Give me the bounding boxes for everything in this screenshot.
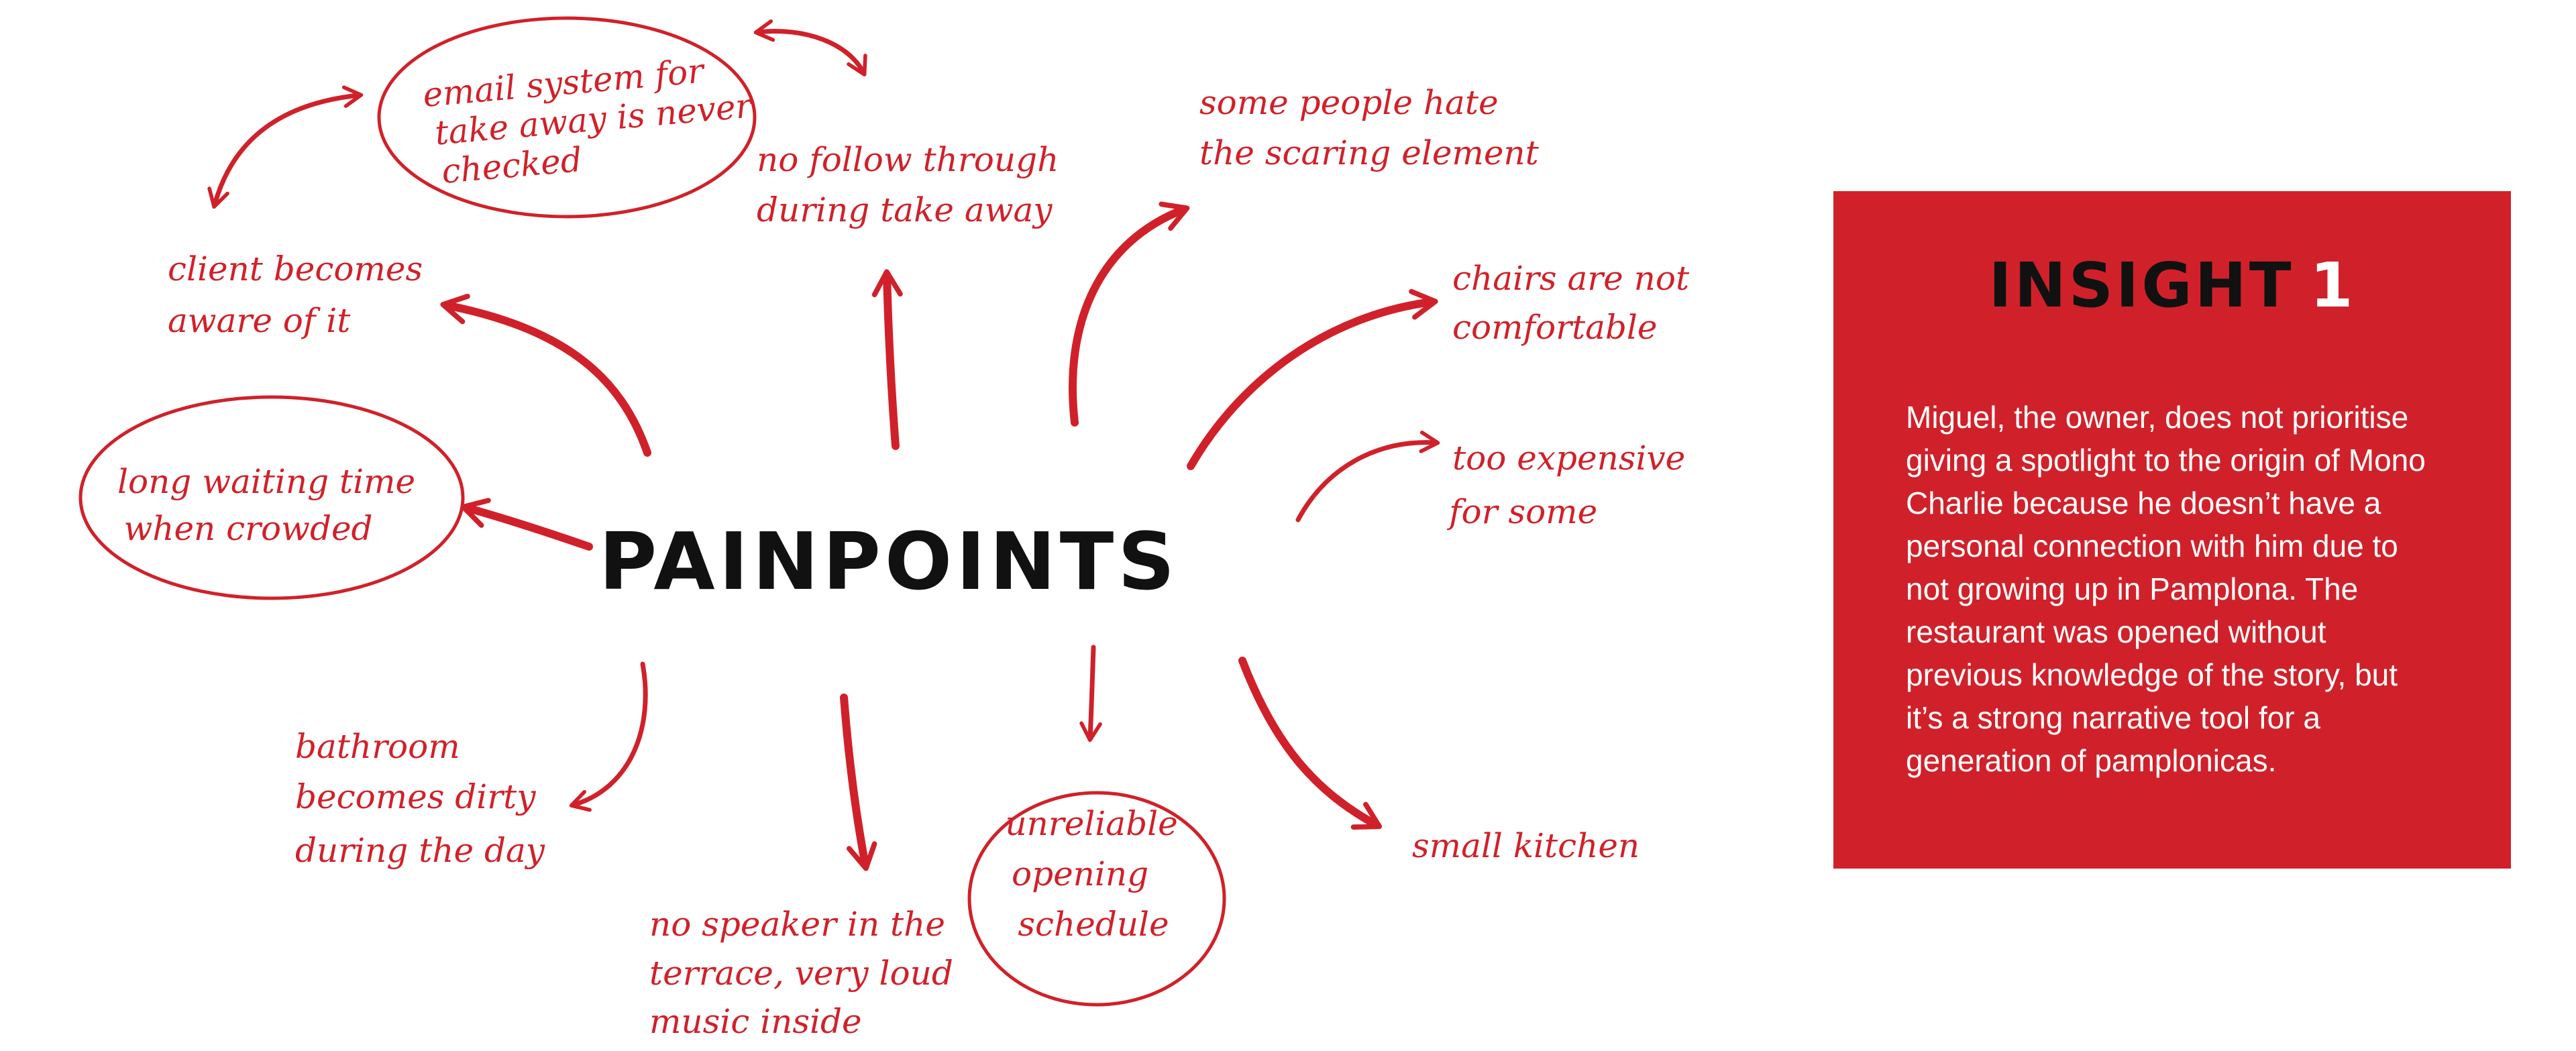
arrow-to-scaring <box>1069 201 1190 427</box>
note-scaring: some people hate the scaring element <box>1199 83 1540 172</box>
insight-title-number: 1 <box>2310 250 2356 321</box>
arrow-to-kitchen <box>1238 657 1383 830</box>
note-kitchen: small kitchen <box>1412 826 1640 865</box>
note-expensive: too expensive for some <box>1446 439 1696 531</box>
arrow-to-bathroom <box>569 661 648 812</box>
arrow-to-expensive <box>1295 431 1440 522</box>
note-waiting: long waiting time when crowded <box>117 462 426 548</box>
note-followthrough: no follow through during take away <box>757 140 1069 229</box>
note-chairs: chairs are not comfortable <box>1452 259 1700 347</box>
center-title: PAINPOINTS <box>599 515 1179 608</box>
note-speaker: no speaker in the terrace, very loud mus… <box>649 905 964 1041</box>
arrow-to-followthrough <box>871 269 903 450</box>
arrow-email-left <box>207 85 364 209</box>
circle-schedule <box>967 791 1226 1007</box>
arrow-to-speaker <box>840 694 877 871</box>
note-bathroom: bathroom becomes dirty during the day <box>295 727 546 870</box>
arrow-to-schedule <box>1079 645 1102 742</box>
circle-email <box>377 16 757 219</box>
note-email: email system for take away is never chec… <box>421 46 767 192</box>
insight-body: Miguel, the owner, does not prioritise g… <box>1906 400 2426 778</box>
arrow-email-right <box>753 19 867 76</box>
arrow-to-waiting <box>460 498 593 551</box>
note-aware: client becomes aware of it <box>168 250 433 340</box>
circle-waiting <box>78 395 465 600</box>
note-schedule: unreliable opening schedule <box>1005 804 1188 944</box>
arrow-to-chairs <box>1187 288 1438 470</box>
arrow-to-aware <box>440 293 651 457</box>
insight-title-word: INSIGHT <box>1988 250 2294 321</box>
